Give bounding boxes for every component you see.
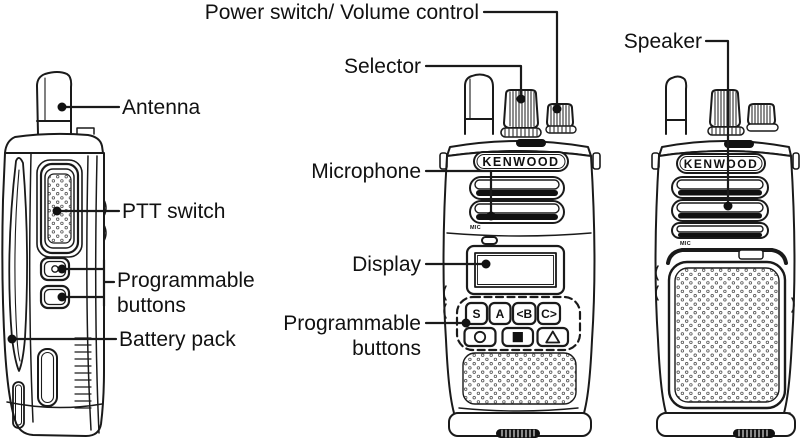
callout-selector xyxy=(424,64,523,96)
mic-label-front: MIC xyxy=(470,225,481,231)
mic-label-back: MIC xyxy=(680,241,691,247)
triangle-icon xyxy=(545,330,561,344)
selector-knob xyxy=(500,89,542,138)
label-display: Display xyxy=(352,253,421,276)
label-programmable-front: Programmable buttons xyxy=(283,311,421,361)
callout-programmable-side xyxy=(60,258,116,308)
label-programmable-side-line1: Programmable xyxy=(117,269,255,292)
label-programmable-front-line2: buttons xyxy=(352,337,421,360)
label-programmable-side-line2: buttons xyxy=(117,294,186,317)
antenna-front xyxy=(464,73,494,135)
key-triangle xyxy=(536,326,570,348)
label-programmable-front-line1: Programmable xyxy=(283,312,421,335)
label-ptt-switch: PTT switch xyxy=(122,200,226,223)
callout-microphone xyxy=(424,169,493,214)
callout-power-volume xyxy=(482,10,559,106)
speaker-grille xyxy=(671,176,769,239)
front-grille xyxy=(469,176,565,224)
key-C-label: C> xyxy=(541,307,557,321)
label-microphone: Microphone xyxy=(311,160,421,183)
label-speaker: Speaker xyxy=(623,30,702,53)
square-filled-icon xyxy=(512,332,523,343)
display xyxy=(465,244,566,296)
key-A xyxy=(488,301,512,326)
label-programmable-side: Programmable buttons xyxy=(117,268,255,318)
side-view-illustration xyxy=(1,71,107,437)
antenna-back xyxy=(665,75,688,135)
callout-speaker xyxy=(704,39,730,203)
key-S xyxy=(464,301,489,326)
label-battery-pack: Battery pack xyxy=(119,328,236,351)
battery-pack-edge xyxy=(8,157,28,372)
antenna-side xyxy=(36,71,73,135)
key-circle xyxy=(463,326,497,348)
grip-panel xyxy=(667,260,787,410)
brand-logo-back: KENWOOD xyxy=(684,157,759,171)
key-B xyxy=(511,301,537,326)
callout-lines xyxy=(7,10,733,344)
label-power-volume: Power switch/ Volume control xyxy=(204,1,479,24)
back-view-illustration: KENWOOD MIC xyxy=(651,75,800,438)
front-view-illustration: KENWOOD MIC xyxy=(439,73,601,438)
circle-icon xyxy=(473,330,487,344)
brand-logo-front: KENWOOD xyxy=(482,155,559,169)
key-C xyxy=(536,301,562,326)
key-A-label: A xyxy=(496,307,505,321)
key-B-label: <B xyxy=(516,307,532,321)
label-selector: Selector xyxy=(343,55,421,78)
key-S-label: S xyxy=(472,307,480,321)
key-square xyxy=(501,326,535,348)
brand-badge-back: KENWOOD xyxy=(676,153,766,174)
label-antenna: Antenna xyxy=(122,96,201,119)
brand-badge-front: KENWOOD xyxy=(473,151,569,172)
